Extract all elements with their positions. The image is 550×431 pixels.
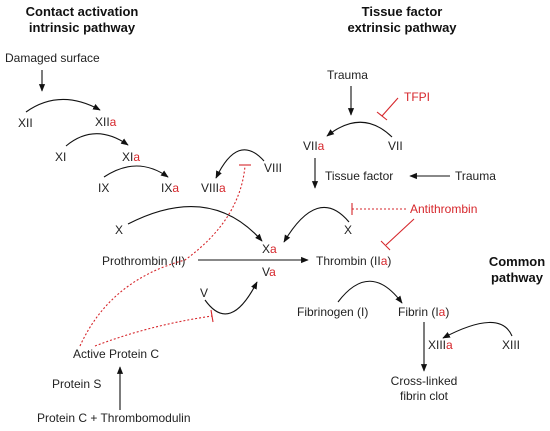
- factor-v-label: V: [200, 286, 208, 300]
- fibrinogen-to-fibrin-arrow: [337, 280, 403, 304]
- common-header-line1: Common: [489, 254, 545, 269]
- antithrombin-label: Antithrombin: [410, 202, 477, 216]
- factor-viii-label: VIII: [264, 161, 282, 175]
- fibrin-label: Fibrin (Ia): [398, 305, 449, 319]
- factor-xiiia-label: XIIIa: [428, 338, 453, 352]
- antithrombin-thrombin-inhibition-line: [385, 218, 415, 246]
- factor-ix-label: IX: [98, 181, 109, 195]
- damaged-surface-label: Damaged surface: [5, 51, 100, 65]
- factor-vii-label: VII: [388, 139, 403, 153]
- tfpi-inhibition-line: [381, 97, 399, 117]
- apc-to-v-inhibition-dotted: [94, 315, 213, 347]
- trauma-top-label: Trauma: [327, 68, 368, 82]
- prothrombin-label: Prothrombin (II): [102, 254, 185, 268]
- xiii-to-xiiia-arrow: [442, 321, 513, 339]
- factor-xa-label: Xa: [262, 242, 277, 256]
- factor-xi-label: XI: [55, 150, 66, 164]
- factor-xiii-label: XIII: [502, 338, 520, 352]
- tfpi-inhibition-bar: [376, 111, 388, 121]
- factor-viia-label: VIIa: [303, 139, 325, 153]
- ix-to-ixa-arrow: [103, 165, 169, 178]
- xi-to-xia-arrow: [65, 133, 129, 147]
- thrombin-label: Thrombin (IIa): [316, 254, 391, 268]
- x-to-xa-arrow: [127, 206, 263, 242]
- vii-to-viia-arrow: [326, 121, 393, 138]
- active-protein-c-label: Active Protein C: [73, 347, 159, 361]
- clot-label-line2: fibrin clot: [400, 389, 449, 403]
- factor-x-left-label: X: [115, 223, 123, 237]
- viii-to-viiia-arrow: [215, 149, 265, 179]
- protein-s-label: Protein S: [52, 377, 101, 391]
- extrinsic-header-line1: Tissue factor: [362, 4, 443, 19]
- x-right-to-xa-arrow: [283, 206, 350, 243]
- factor-ixa-label: IXa: [161, 181, 179, 195]
- trauma-right-label: Trauma: [455, 169, 496, 183]
- factor-x-right-label: X: [344, 223, 352, 237]
- clot-label-line1: Cross-linked: [391, 374, 458, 388]
- factor-va-label: Va: [262, 265, 276, 279]
- intrinsic-header-line2: intrinsic pathway: [29, 20, 136, 35]
- fibrinogen-label: Fibrinogen (I): [297, 305, 368, 319]
- xii-to-xiia-arrow: [25, 98, 101, 113]
- factor-xiia-label: XIIa: [95, 115, 117, 129]
- common-header-line2: pathway: [491, 270, 544, 285]
- apc-to-viiia-inhibition-dotted: [79, 165, 246, 347]
- antithrombin-thrombin-inhibition-bar: [380, 240, 391, 251]
- factor-xii-label: XII: [18, 116, 33, 130]
- tfpi-label: TFPI: [404, 90, 430, 104]
- v-to-va-arrow: [204, 281, 258, 315]
- apc-to-v-inhibition-bar: [210, 309, 214, 323]
- extrinsic-header-line2: extrinsic pathway: [347, 20, 457, 35]
- factor-viiia-label: VIIIa: [201, 181, 226, 195]
- intrinsic-header-line1: Contact activation: [26, 4, 139, 19]
- tissue-factor-label: Tissue factor: [325, 169, 393, 183]
- factor-xia-label: XIa: [122, 150, 140, 164]
- protein-c-thrombomodulin-label: Protein C + Thrombomodulin: [37, 411, 191, 425]
